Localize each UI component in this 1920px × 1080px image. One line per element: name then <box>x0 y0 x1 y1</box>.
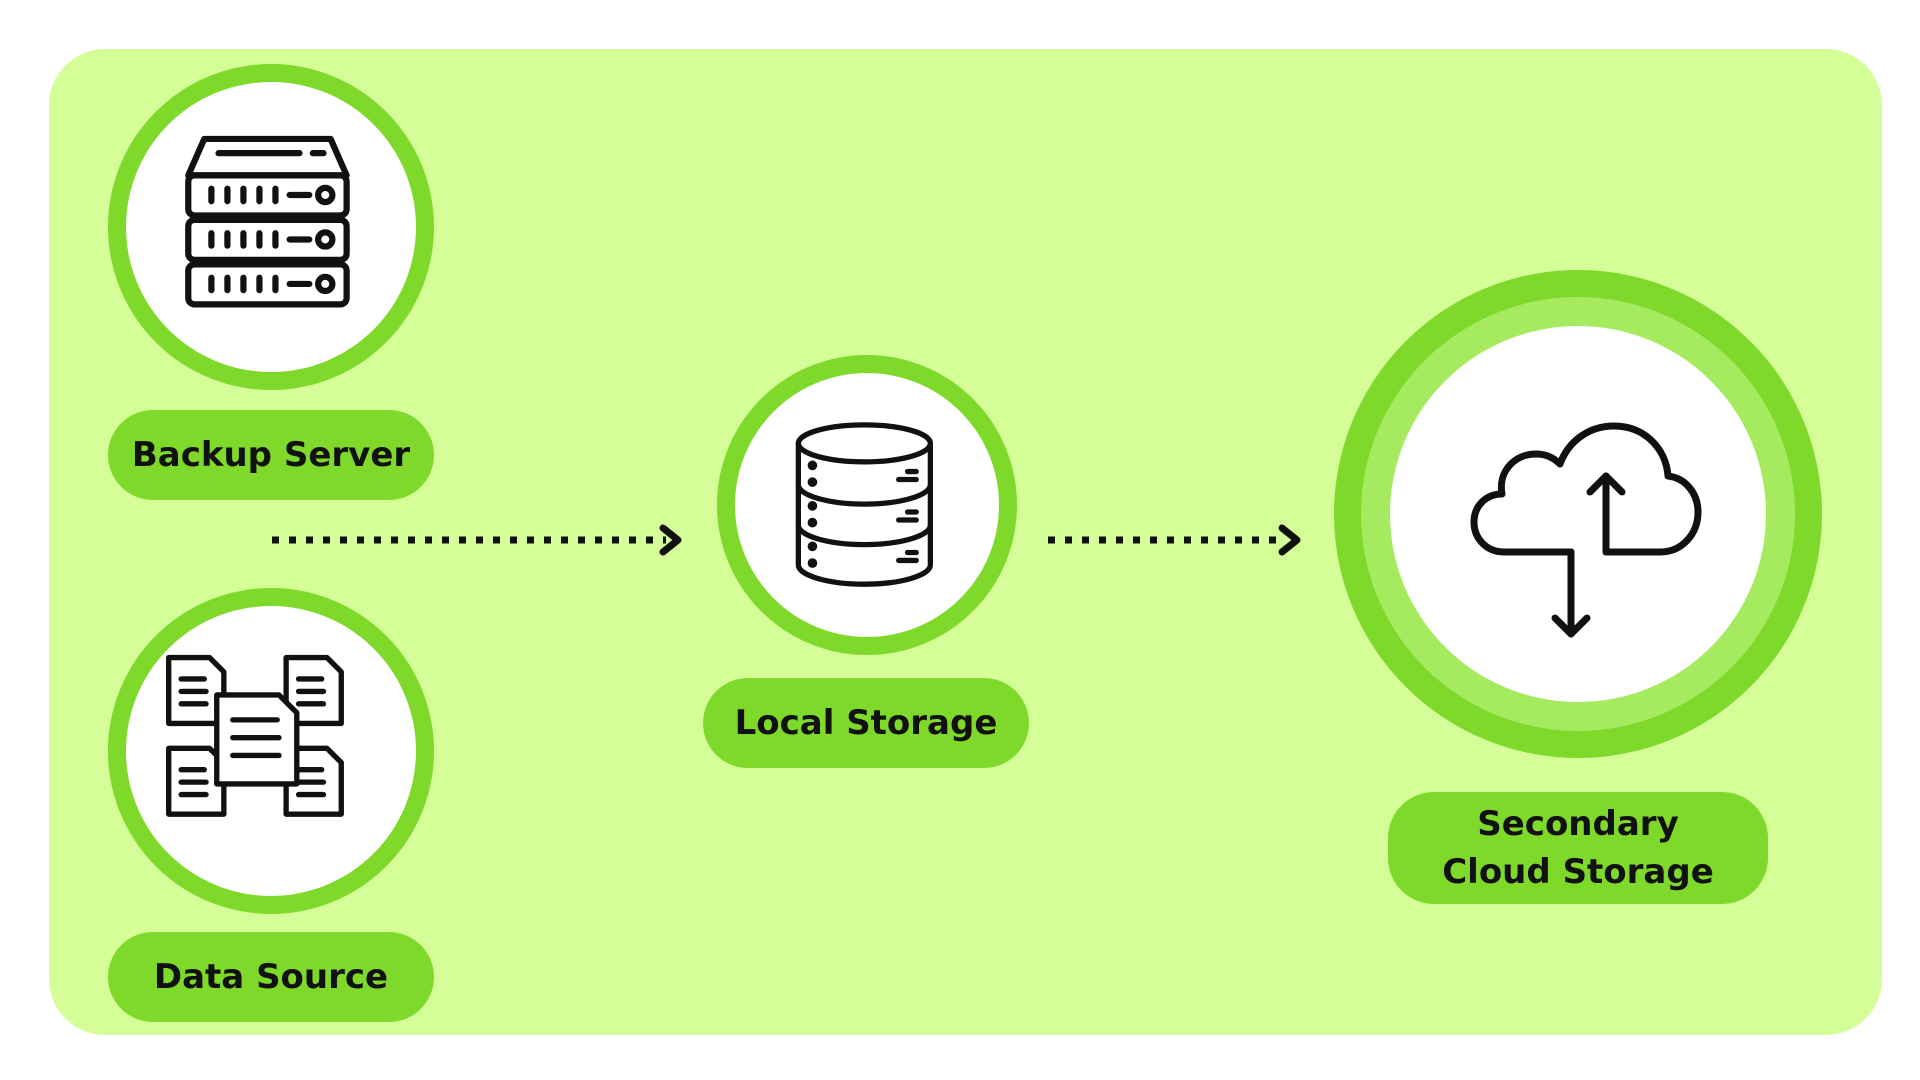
cloud-storage-node <box>1334 270 1822 758</box>
cloud-storage-label: Secondary Cloud Storage <box>1388 792 1768 904</box>
documents-icon <box>166 654 344 817</box>
arrow-to-cloud-storage <box>1048 524 1301 556</box>
local-storage-node <box>717 355 1017 655</box>
database-icon <box>795 422 933 587</box>
data-source-node <box>108 588 434 914</box>
backup-server-label: Backup Server <box>108 410 434 500</box>
cloud-storage-inner <box>1390 326 1766 702</box>
data-source-label: Data Source <box>108 932 434 1022</box>
local-storage-label: Local Storage <box>703 678 1029 768</box>
arrow-to-local-storage <box>272 524 682 556</box>
backup-server-node <box>108 64 434 390</box>
cloud-sync-icon <box>1470 422 1702 638</box>
server-rack-icon <box>185 135 350 308</box>
